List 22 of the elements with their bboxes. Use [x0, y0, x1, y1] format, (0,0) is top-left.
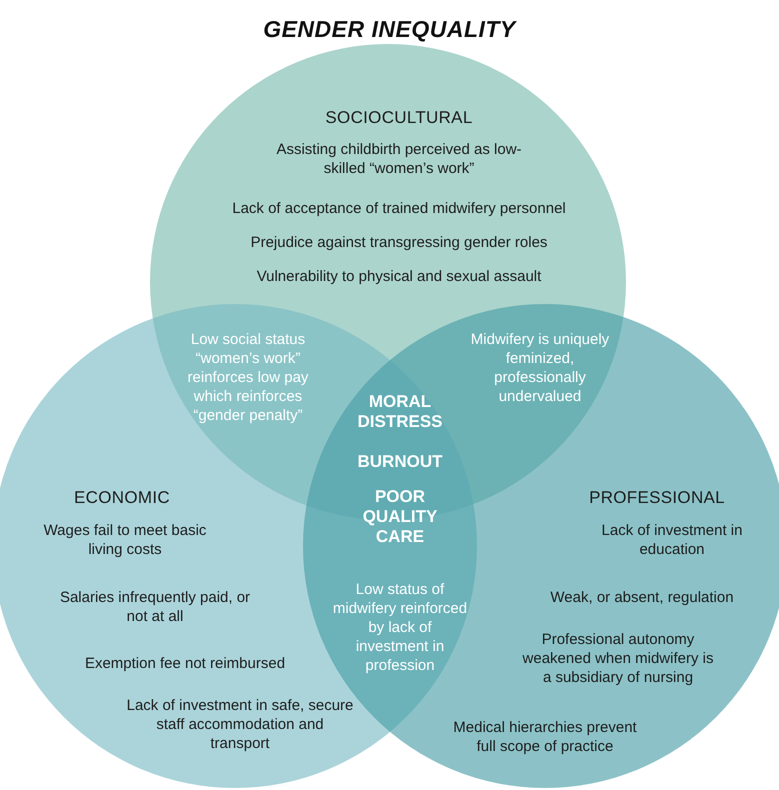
- list-item: Professional autonomy weakened when midwifery is a subsidiary of nursing: [522, 630, 714, 687]
- overlap-text: Low social status “women’s work” reinforces low pay which reinforces “gender penalty”: [186, 330, 310, 425]
- list-item: Salaries infrequently paid, or not at all: [58, 588, 252, 626]
- list-item: Lack of acceptance of trained midwifery personnel: [231, 199, 567, 218]
- list-item: Lack of investment in safe, secure staff accommodation and transport: [126, 696, 354, 753]
- category-heading: SOCIOCULTURAL: [324, 108, 474, 127]
- title: GENDER INEQUALITY: [262, 16, 518, 43]
- outcome-text: BURNOUT: [356, 452, 444, 472]
- outcome-text: MORAL DISTRESS: [356, 392, 444, 432]
- category-heading: PROFESSIONAL: [588, 488, 726, 507]
- outcome-text: POOR QUALITY CARE: [362, 487, 438, 547]
- category-heading: ECONOMIC: [73, 488, 171, 507]
- list-item: Wages fail to meet basic living costs: [42, 521, 208, 559]
- list-item: Assisting childbirth perceived as low-skilled “women’s work”: [275, 140, 523, 178]
- list-item: Weak, or absent, regulation: [549, 588, 735, 607]
- overlap-text: Midwifery is uniquely feminized, professionally undervalued: [470, 330, 610, 406]
- overlap-text: Low status of midwifery reinforced by lack of investment in profession: [332, 580, 468, 675]
- list-item: Vulnerability to physical and sexual assault: [256, 267, 542, 286]
- list-item: Exemption fee not reimbursed: [84, 654, 286, 673]
- list-item: Lack of investment in education: [600, 521, 744, 559]
- list-item: Prejudice against transgressing gender roles: [250, 233, 548, 252]
- list-item: Medical hierarchies prevent full scope of practice: [452, 718, 638, 756]
